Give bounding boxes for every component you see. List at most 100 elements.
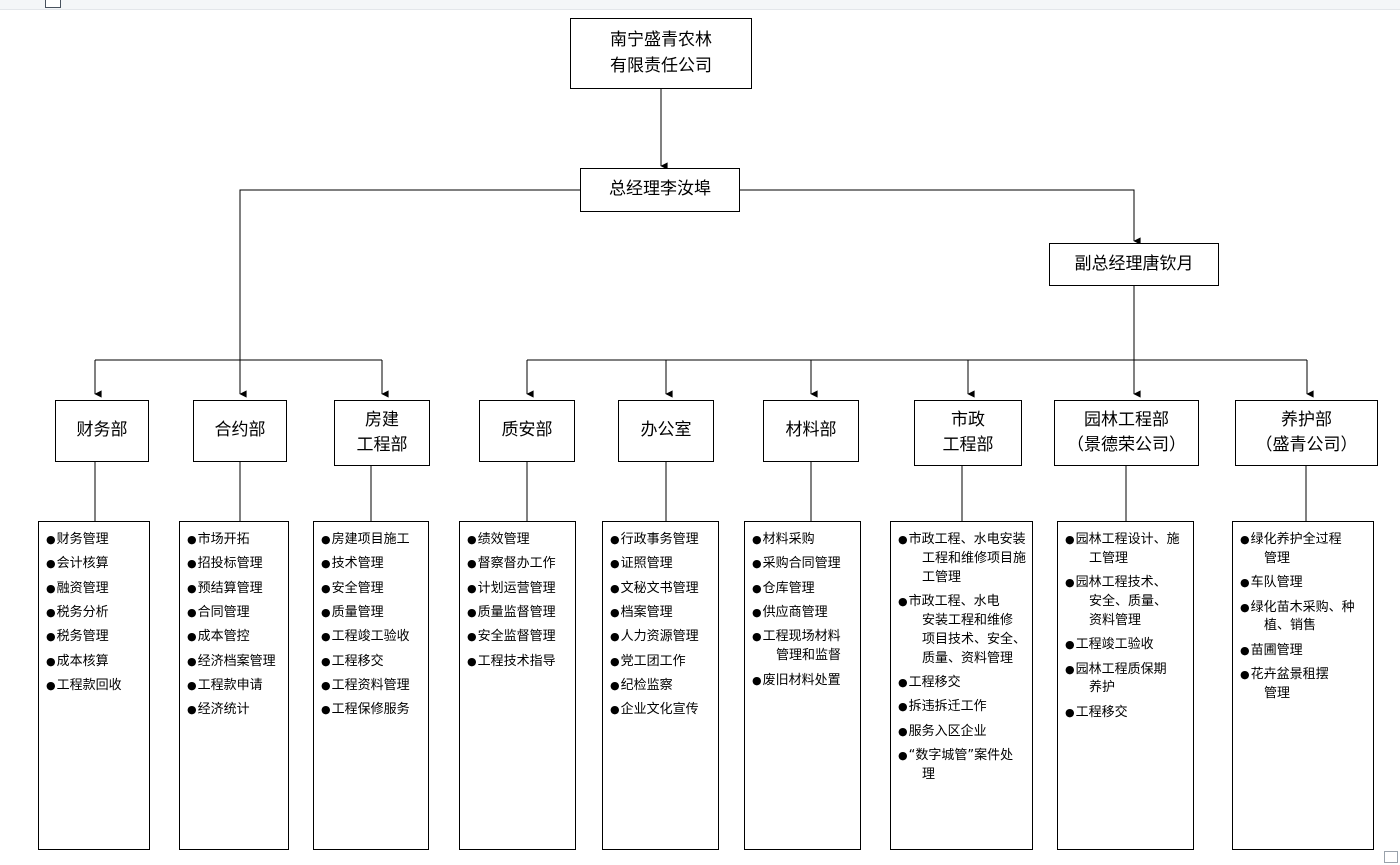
- dept-box-municipal-engineering[interactable]: 市政 工程部: [914, 400, 1022, 466]
- duty-item: 质量管理: [321, 604, 422, 623]
- dept-building-line-1: 房建: [365, 409, 399, 430]
- duty-item: 工程款回收: [46, 677, 143, 696]
- dept-municipal-line-2: 工程部: [942, 435, 994, 455]
- duty-item: 税务分析: [46, 604, 143, 623]
- resize-handle: [1384, 851, 1398, 863]
- duty-item: 安全管理: [321, 580, 422, 599]
- node-deputy-general-manager[interactable]: 副总经理唐钦月: [1049, 243, 1219, 286]
- dept-maintenance-line-2: （盛青公司）: [1255, 435, 1358, 455]
- dept-finance-line-1: 财务部: [76, 420, 128, 441]
- duty-item: 计划运营管理: [467, 580, 569, 599]
- duty-item-continuation: 管理和监督: [776, 648, 842, 664]
- duty-item: 车队管理: [1240, 574, 1367, 593]
- duty-item: 行政事务管理: [610, 531, 712, 550]
- duty-item: 会计核算: [46, 555, 143, 574]
- dept-landscape-line-2: （景德荣公司）: [1067, 435, 1186, 455]
- duty-item: 房建项目施工: [321, 531, 422, 550]
- duty-list-maintenance: 绿化养护全过程管理车队管理绿化苗木采购、种植、销售苗圃管理花卉盆景租摆管理: [1240, 531, 1367, 704]
- duty-item: 服务入区企业: [898, 723, 1026, 742]
- duty-item: 供应商管理: [752, 604, 854, 623]
- duty-item-continuation: 工管理: [922, 569, 962, 585]
- dept-materials-line-1: 材料部: [785, 420, 837, 441]
- duty-item: 督察督办工作: [467, 555, 569, 574]
- duty-panel-materials[interactable]: 材料采购采购合同管理仓库管理供应商管理工程现场材料管理和监督废旧材料处置: [744, 521, 861, 850]
- duty-item: 成本管控: [187, 628, 282, 647]
- duty-item: 档案管理: [610, 604, 712, 623]
- duty-item-continuation: 植、销售: [1264, 618, 1317, 634]
- duty-item-continuation: 工管理: [1089, 550, 1129, 566]
- duty-item: 证照管理: [610, 555, 712, 574]
- dept-box-contract[interactable]: 合约部: [193, 400, 287, 462]
- dept-box-quality-safety[interactable]: 质安部: [479, 400, 575, 462]
- deputy-general-manager-line-1: 副总经理唐钦月: [1074, 253, 1194, 274]
- duty-list-municipal-engineering: 市政工程、水电安装工程和维修项目施工管理市政工程、水电安装工程和维修项目技术、安…: [898, 531, 1026, 785]
- duty-list-office: 行政事务管理证照管理文秘文书管理档案管理人力资源管理党工团工作纪检监察企业文化宣…: [610, 531, 712, 720]
- duty-panel-office[interactable]: 行政事务管理证照管理文秘文书管理档案管理人力资源管理党工团工作纪检监察企业文化宣…: [602, 521, 719, 850]
- duty-item: 采购合同管理: [752, 555, 854, 574]
- duty-list-materials: 材料采购采购合同管理仓库管理供应商管理工程现场材料管理和监督废旧材料处置: [752, 531, 854, 690]
- duty-panel-finance[interactable]: 财务管理会计核算融资管理税务分析税务管理成本核算工程款回收: [38, 521, 150, 850]
- duty-panel-maintenance[interactable]: 绿化养护全过程管理车队管理绿化苗木采购、种植、销售苗圃管理花卉盆景租摆管理: [1232, 521, 1374, 850]
- duty-panel-landscape-engineering[interactable]: 园林工程设计、施工管理园林工程技术、安全、质量、资料管理工程竣工验收园林工程质保…: [1057, 521, 1194, 850]
- duty-list-building-engineering: 房建项目施工技术管理安全管理质量管理工程竣工验收工程移交工程资料管理工程保修服务: [321, 531, 422, 720]
- duty-list-contract: 市场开拓招投标管理预结算管理合同管理成本管控经济档案管理工程款申请经济统计: [187, 531, 282, 720]
- duty-item: 废旧材料处置: [752, 672, 854, 691]
- node-general-manager[interactable]: 总经理李汝埠: [580, 168, 740, 212]
- duty-panel-building-engineering[interactable]: 房建项目施工技术管理安全管理质量管理工程竣工验收工程移交工程资料管理工程保修服务: [313, 521, 429, 850]
- duty-panel-quality-safety[interactable]: 绩效管理督察督办工作计划运营管理质量监督管理安全监督管理工程技术指导: [459, 521, 576, 850]
- duty-item-continuation: 安全、质量、: [1089, 594, 1168, 610]
- duty-panel-municipal-engineering[interactable]: 市政工程、水电安装工程和维修项目施工管理市政工程、水电安装工程和维修项目技术、安…: [890, 521, 1033, 850]
- duty-item: 工程移交: [1065, 704, 1187, 723]
- dept-box-building-engineering[interactable]: 房建 工程部: [334, 400, 430, 466]
- duty-item-continuation: 工程和维修项目施: [922, 550, 1027, 566]
- duty-item: 工程技术指导: [467, 653, 569, 672]
- dept-municipal-line-1: 市政: [951, 409, 985, 430]
- dept-box-finance[interactable]: 财务部: [55, 400, 149, 462]
- dept-box-maintenance[interactable]: 养护部 （盛青公司）: [1235, 400, 1378, 466]
- dept-maintenance-line-1: 养护部: [1281, 409, 1332, 430]
- duty-item: 党工团工作: [610, 653, 712, 672]
- duty-item: 合同管理: [187, 604, 282, 623]
- duty-item: 税务管理: [46, 628, 143, 647]
- duty-item: 工程款申请: [187, 677, 282, 696]
- duty-item: 技术管理: [321, 555, 422, 574]
- dept-box-office[interactable]: 办公室: [618, 400, 714, 462]
- general-manager-line-1: 总经理李汝埠: [609, 179, 711, 200]
- duty-item: 纪检监察: [610, 677, 712, 696]
- duty-item: 拆违拆迁工作: [898, 698, 1026, 717]
- duty-panel-contract[interactable]: 市场开拓招投标管理预结算管理合同管理成本管控经济档案管理工程款申请经济统计: [179, 521, 289, 850]
- duty-item: 质量监督管理: [467, 604, 569, 623]
- duty-list-finance: 财务管理会计核算融资管理税务分析税务管理成本核算工程款回收: [46, 531, 143, 696]
- duty-item: 预结算管理: [187, 580, 282, 599]
- dept-box-landscape-engineering[interactable]: 园林工程部 （景德荣公司）: [1054, 400, 1199, 466]
- duty-item: 工程竣工验收: [321, 628, 422, 647]
- duty-item-continuation: 管理: [1264, 685, 1291, 701]
- node-company-root[interactable]: 南宁盛青农林 有限责任公司: [570, 18, 752, 89]
- duty-item: 财务管理: [46, 531, 143, 550]
- dept-box-materials[interactable]: 材料部: [763, 400, 859, 462]
- duty-item: 工程资料管理: [321, 677, 422, 696]
- duty-item: 工程保修服务: [321, 701, 422, 720]
- duty-item: 招投标管理: [187, 555, 282, 574]
- duty-item-continuation: 安装工程和维修: [922, 612, 1014, 628]
- dept-landscape-line-1: 园林工程部: [1084, 409, 1169, 430]
- duty-item-continuation: 养护: [1089, 680, 1116, 696]
- duty-item: 文秘文书管理: [610, 580, 712, 599]
- duty-item: 安全监督管理: [467, 628, 569, 647]
- duty-item-continuation: 管理: [1264, 550, 1291, 566]
- duty-item: 仓库管理: [752, 580, 854, 599]
- duty-list-landscape-engineering: 园林工程设计、施工管理园林工程技术、安全、质量、资料管理工程竣工验收园林工程质保…: [1065, 531, 1187, 723]
- duty-item: 工程移交: [898, 674, 1026, 693]
- duty-item: 企业文化宣传: [610, 701, 712, 720]
- duty-item: 工程竣工验收: [1065, 636, 1187, 655]
- dept-office-line-1: 办公室: [640, 420, 692, 441]
- duty-item: 工程移交: [321, 653, 422, 672]
